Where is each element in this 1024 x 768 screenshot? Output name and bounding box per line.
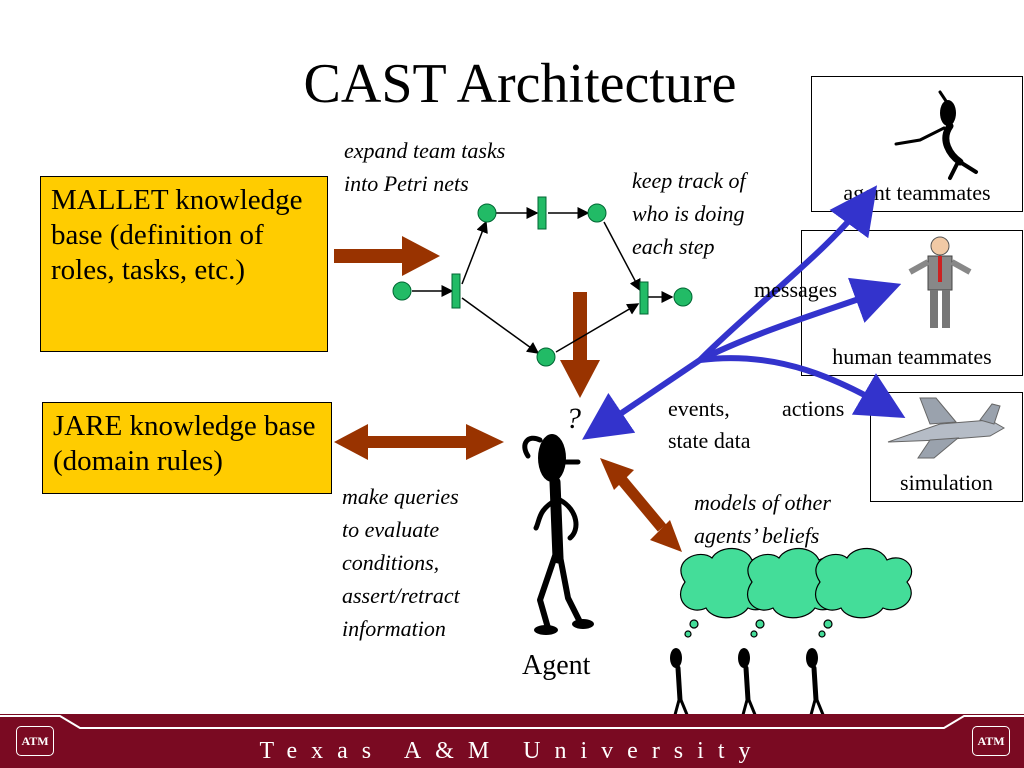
jare-knowledge-base-text: JARE knowledge base (domain rules) — [53, 410, 316, 477]
small-agent-figures — [670, 648, 828, 728]
jare-agent-double-arrow — [334, 424, 504, 460]
mallet-to-petri-arrow — [334, 236, 440, 276]
note-models-of-beliefs: models of other agents’ beliefs — [694, 490, 831, 548]
note-events: events, — [668, 396, 730, 421]
agent-teammate-figure — [894, 90, 978, 180]
mallet-knowledge-base-box: MALLET knowledge base (definition of rol… — [40, 176, 328, 352]
footer-university-name: Texas A&M University — [259, 738, 765, 764]
note-expand-team-tasks: expand team tasks into Petri nets — [344, 138, 506, 196]
human-teammates-label: human teammates — [832, 344, 992, 369]
jare-knowledge-base-box: JARE knowledge base (domain rules) — [42, 402, 332, 494]
note-keep-track: keep track of who is doing each step — [632, 168, 746, 259]
left-university-logo: ATM — [16, 726, 54, 756]
agent-figure — [522, 434, 594, 635]
note-messages: messages — [754, 277, 838, 302]
petri-net — [392, 196, 693, 367]
agent-beliefs-double-arrow — [600, 458, 682, 552]
communication-arrows — [582, 185, 906, 440]
mallet-knowledge-base-text: MALLET knowledge base (definition of rol… — [51, 184, 303, 286]
human-teammate-figure — [908, 236, 972, 328]
belief-cloud-3 — [814, 547, 913, 619]
agent-question-mark: ? — [566, 402, 581, 435]
slide-title: CAST Architecture — [303, 53, 737, 115]
footer-bar — [0, 714, 1024, 768]
footer-frame — [0, 715, 1024, 729]
note-make-queries: make queries to evaluate conditions, ass… — [342, 484, 460, 641]
note-actions: actions — [782, 396, 845, 421]
belief-clouds — [679, 547, 913, 638]
petri-to-agent-arrow — [560, 292, 600, 398]
right-university-logo: ATM — [972, 726, 1010, 756]
note-state-data: state data — [668, 428, 751, 453]
simulation-label: simulation — [900, 470, 993, 495]
simulation-jet-icon — [887, 397, 1006, 459]
agent-label: Agent — [522, 650, 591, 681]
